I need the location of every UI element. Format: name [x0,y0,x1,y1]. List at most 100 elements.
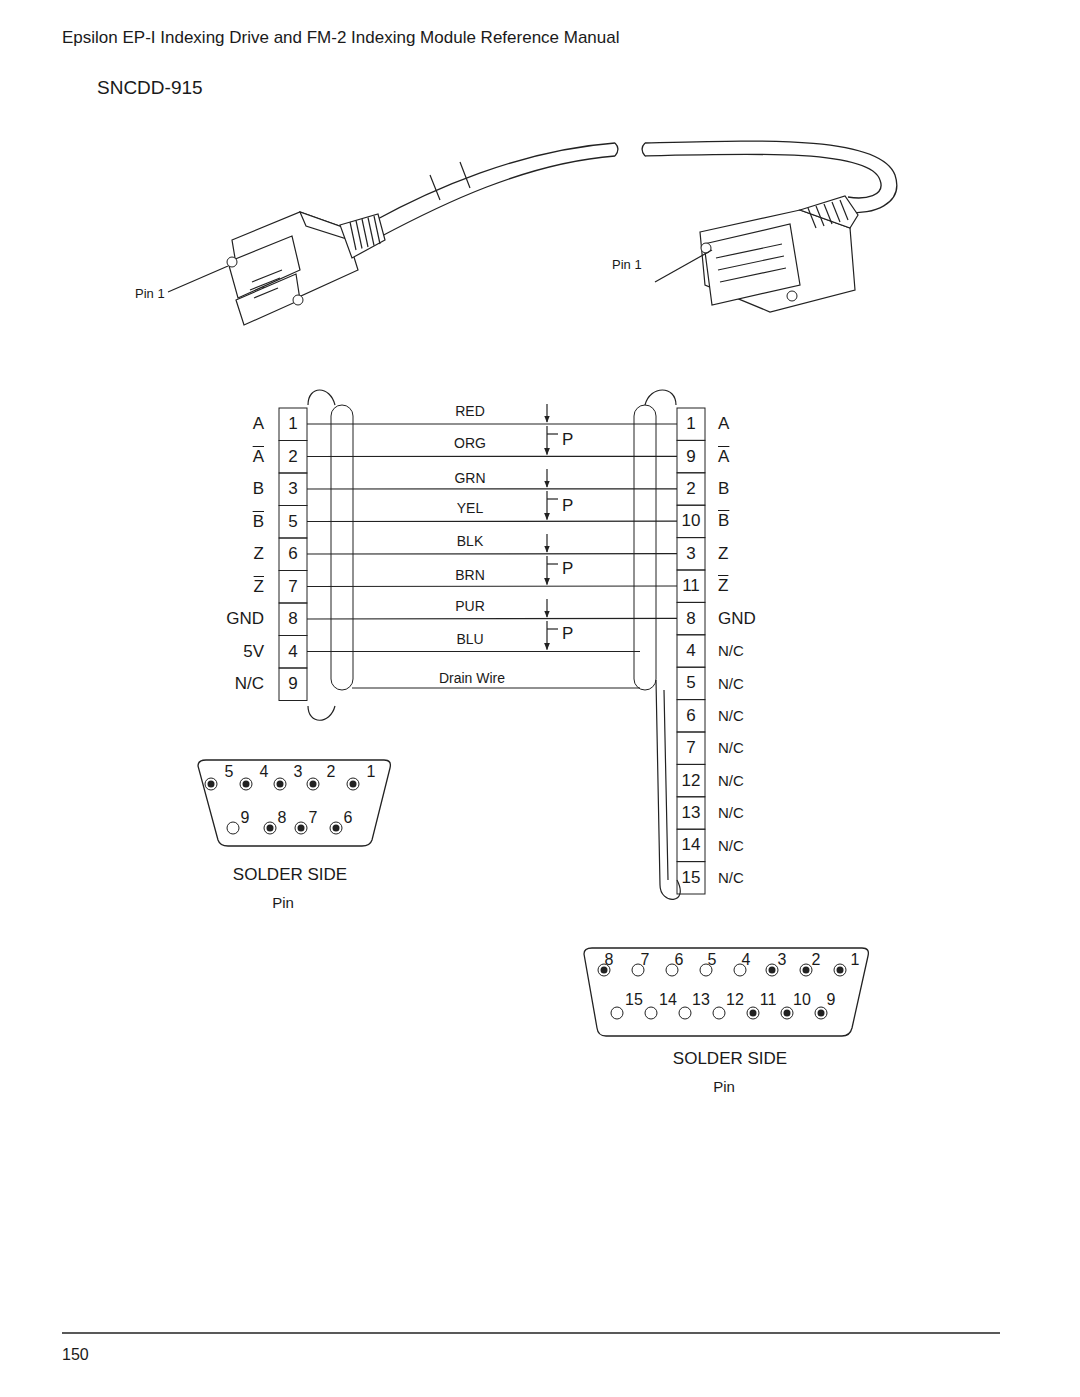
wire-color: RED [455,403,485,419]
connector-pin-number: 5 [225,763,234,781]
pin-cell [677,732,705,764]
signal-name: Z [254,577,264,597]
connector-pin [264,822,276,834]
drain-wire [352,687,640,688]
connector-pin [295,822,307,834]
cable-break [615,143,645,156]
pair-bracket [547,498,558,499]
leader-line [655,250,712,282]
strain-relief [340,214,385,258]
pair-marker: P [562,496,573,516]
view-label: SOLDER SIDE [673,1049,787,1069]
signal-name: A [253,447,264,467]
connector-pin [240,778,252,790]
strain-relief [800,196,858,228]
page-number: 150 [62,1346,89,1364]
wire-color: Drain Wire [439,670,505,686]
jack-screw [787,291,797,301]
wire [307,553,677,555]
connector-pin-number: 13 [692,991,710,1009]
cable-jacket [430,162,470,200]
wire-color: PUR [455,598,485,614]
wire [307,423,677,424]
connector-pin [330,822,342,834]
pins [716,244,786,282]
signal-name: A [253,414,264,434]
pair-marker: P [562,559,573,579]
pin-number: 8 [686,609,695,629]
strain-relief-ridge [356,221,362,249]
pair-marker: P [562,624,573,644]
wire [307,585,677,587]
connector-pin-number: 6 [675,951,684,969]
view-label: SOLDER SIDE [233,865,347,885]
connector-pin [800,964,812,976]
cable [645,141,897,212]
wire-color: GRN [454,470,485,486]
jack-screw [293,295,303,305]
signal-name: A [718,414,729,434]
wire [307,488,677,489]
pin-number: 14 [682,835,701,855]
signal-name: N/C [718,675,744,692]
connector-pin-number: 2 [812,951,821,969]
pin-number: 1 [288,414,297,434]
signal-name: GND [718,609,756,629]
signal-name: N/C [718,869,744,886]
connector-pin-number: 9 [827,991,836,1009]
connector-pin [815,1007,827,1019]
pin-cell [279,538,307,571]
view-label: Pin [713,1078,735,1095]
connector-pin-number: 5 [708,951,717,969]
connector-pin-number: 2 [327,763,336,781]
pair-marker: P [562,430,573,450]
connector-pin [267,825,274,832]
connector-pin [645,1007,657,1019]
cable [645,154,881,198]
pin-cell [677,635,705,667]
wire [307,521,677,522]
connector-pin [227,822,239,834]
wire-color: ORG [454,435,486,451]
signal-name: N/C [718,804,744,821]
pin-number: 3 [686,544,695,564]
connector-pin [274,778,286,790]
pin-cell [677,764,705,796]
connector-pin [750,1010,757,1017]
pin-cell [279,506,307,539]
connector-pin [347,778,359,790]
cable [372,143,615,222]
signal-name: N/C [718,837,744,854]
wire [307,618,677,620]
strain-relief-ridge [840,200,848,220]
connector-pin [803,967,810,974]
pin-cell [677,440,705,472]
pin-number: 9 [288,674,297,694]
signal-name: N/C [718,642,744,659]
connector-pin-number: 9 [241,809,250,827]
strain-relief-ridge [808,208,816,228]
signal-name: Z [718,576,728,596]
pair-bracket [547,563,558,564]
drain-lead [656,680,680,899]
jack-screw [227,257,237,267]
connector-pin [747,1007,759,1019]
wire [307,456,677,457]
strain-relief-ridge [368,218,374,246]
pin-number: 5 [288,512,297,532]
connector-pin-number: 3 [294,763,303,781]
wire-color: BLU [456,631,483,647]
view-label: Pin [272,894,294,911]
connector-pin [818,1010,825,1017]
connector-pin [766,964,778,976]
signal-name: A [718,447,729,467]
pair-bracket [547,628,558,629]
pin-number: 7 [686,738,695,758]
pair-arrow [546,556,547,585]
signal-name: 5V [243,642,264,662]
connector-pin [243,781,250,788]
pin-cell [677,667,705,699]
pin-number: 1 [686,414,695,434]
connector-pin-number: 11 [760,991,777,1009]
pin-cell [677,473,705,505]
